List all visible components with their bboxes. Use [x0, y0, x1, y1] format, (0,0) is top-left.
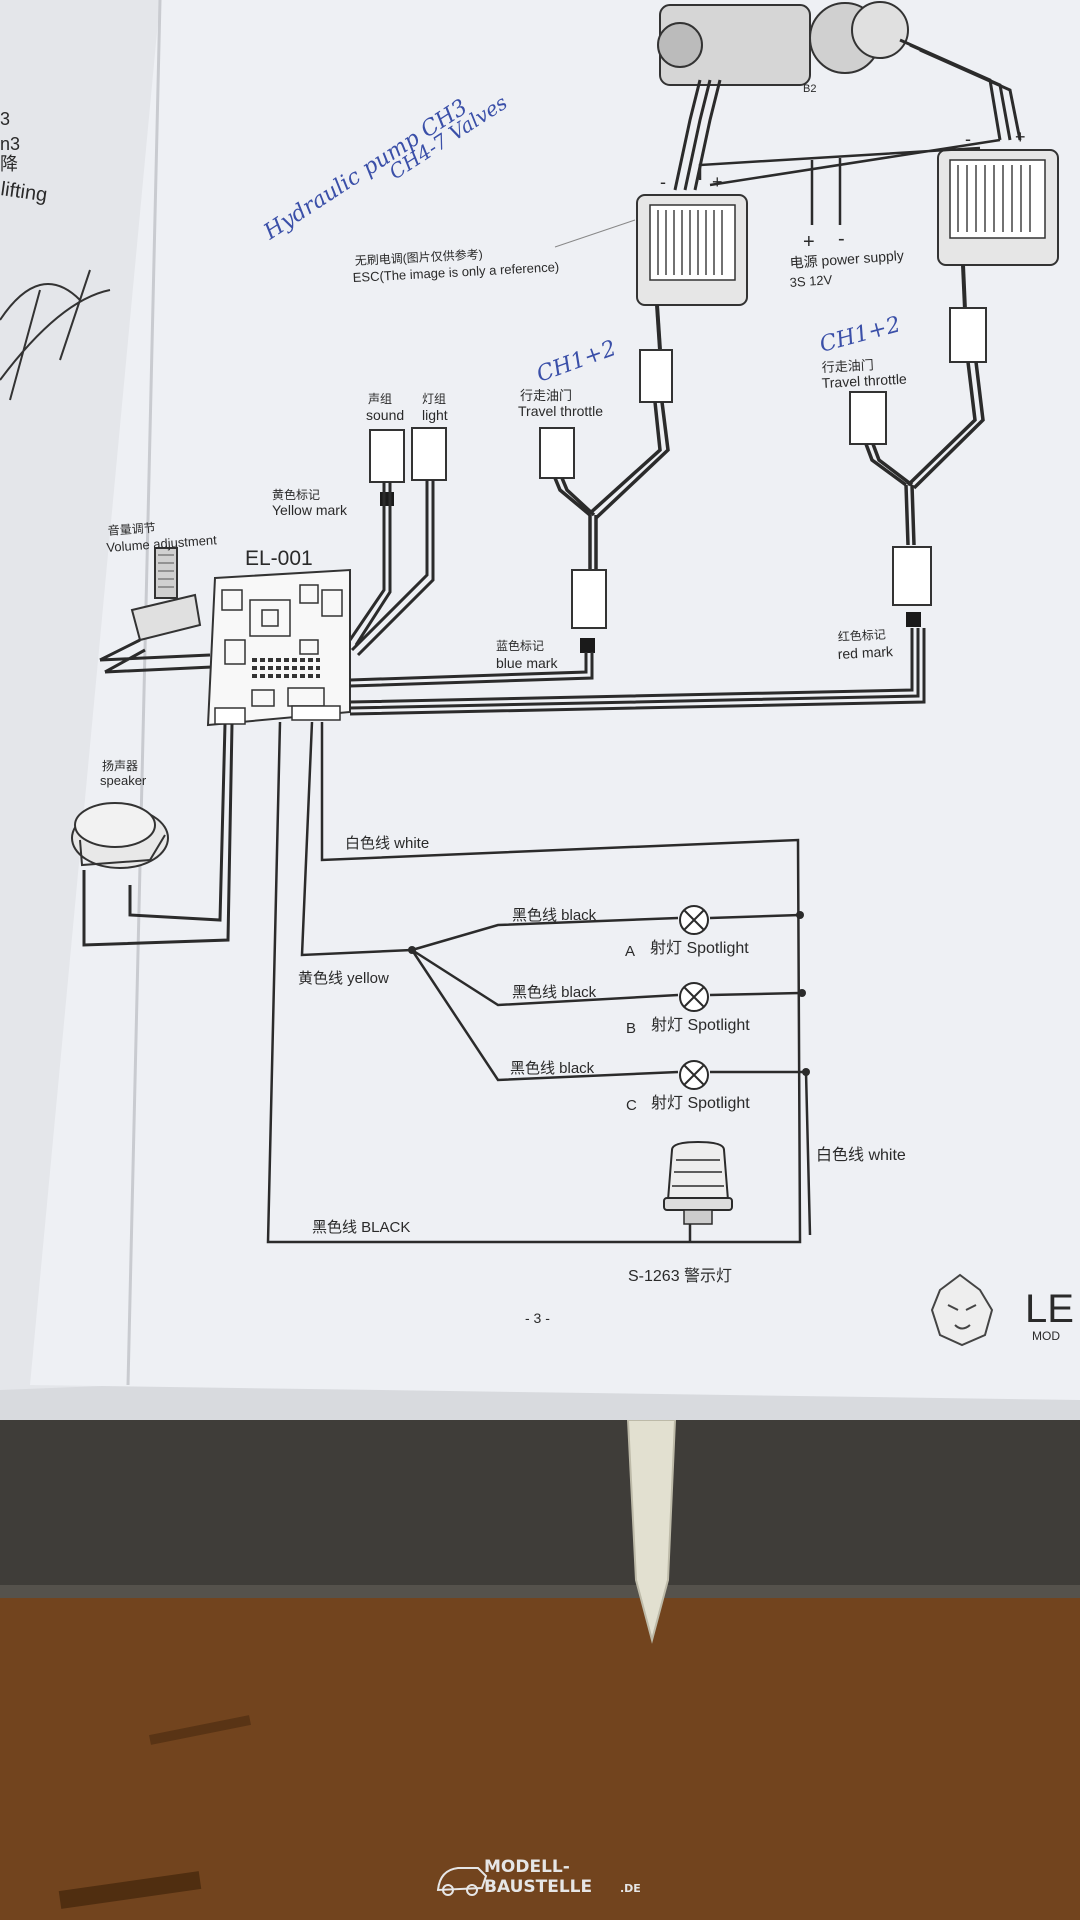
wire-black-c: 黑色线 black — [510, 1060, 595, 1077]
power-minus: - — [838, 228, 845, 250]
right-page — [30, 0, 1080, 1400]
spotlight-b-symbol — [679, 982, 709, 1012]
sound-label-en: sound — [366, 407, 404, 423]
power-spec: 3S 12V — [789, 272, 833, 290]
spotlight-a-label: 射灯 Spotlight — [650, 939, 749, 957]
spotlight-b-letter: B — [626, 1020, 636, 1037]
brand-logo-text: LE — [1025, 1287, 1074, 1331]
wire-yellow: 黄色线 yellow — [298, 970, 389, 987]
esc-left — [636, 194, 748, 306]
watermark-suffix: .DE — [620, 1882, 641, 1895]
speaker-label-en: speaker — [100, 773, 147, 788]
spotlight-c-label: 射灯 Spotlight — [651, 1094, 750, 1112]
warning-light-beacon — [663, 1140, 733, 1225]
sound-connector — [369, 429, 405, 483]
yellow-mark-cn: 黄色标记 — [272, 488, 320, 502]
board-label: EL-001 — [245, 547, 313, 570]
throttle-right-cn: 行走油门 — [821, 357, 874, 375]
left-page-text-4: 3 — [0, 109, 10, 129]
spotlight-a-symbol — [679, 905, 709, 935]
left-page-text-2: 降 — [0, 154, 18, 174]
power-supply-label: 电源 power supply — [789, 247, 904, 271]
power-plus: + — [803, 231, 815, 253]
brand-logo-subtext: MOD — [1032, 1329, 1060, 1343]
spotlight-a-letter: A — [625, 943, 635, 960]
spotlight-c-symbol — [679, 1060, 709, 1090]
esc-pin-right-minus: - — [965, 129, 971, 149]
warning-light-label: S-1263 警示灯 — [628, 1267, 732, 1285]
yellow-mark-en: Yellow mark — [272, 502, 348, 518]
throttle-left-en: Travel throttle — [518, 403, 603, 419]
watermark-car-icon — [436, 1867, 488, 1896]
page-number: - 3 - — [525, 1310, 550, 1326]
motor-label: B2 — [803, 83, 816, 95]
throttle-harness-left — [539, 304, 673, 653]
wire-black-bottom: 黑色线 BLACK — [312, 1219, 410, 1236]
esc-pin-right-plus: + — [1015, 127, 1026, 147]
wire-white-right: 白色线 white — [816, 1146, 906, 1164]
wire-black-b: 黑色线 black — [512, 984, 597, 1001]
wire-black-a: 黑色线 black — [512, 907, 597, 924]
esc-right — [937, 149, 1059, 266]
volume-label-cn: 音量调节 — [107, 520, 156, 538]
left-page-text-1: n3 — [0, 134, 20, 154]
esc-pin-left-plus: + — [712, 172, 723, 192]
left-page-diagram — [0, 269, 111, 401]
light-label-cn: 灯组 — [422, 392, 446, 406]
red-mark-en: red mark — [837, 643, 894, 662]
light-connector — [411, 427, 447, 481]
blue-mark-en: blue mark — [496, 655, 558, 671]
esc-label-cn: 无刷电调(图片仅供参考) — [354, 246, 483, 268]
blue-mark-cn: 蓝色标记 — [496, 639, 544, 653]
hydraulic-pump-motor — [657, 1, 909, 86]
volume-knob — [99, 547, 213, 674]
throttle-right-en: Travel throttle — [821, 371, 907, 391]
red-mark-cn: 红色标记 — [837, 627, 886, 644]
el-001-board — [206, 568, 351, 727]
sound-label-cn: 声组 — [368, 392, 392, 406]
lion-logo — [930, 1273, 994, 1347]
throttle-harness-right — [849, 264, 987, 627]
light-label-en: light — [422, 407, 448, 423]
wood-cabinet — [0, 1598, 1080, 1920]
spotlight-c-letter: C — [626, 1097, 637, 1114]
speaker — [71, 802, 169, 869]
wire-white-top: 白色线 white — [345, 835, 429, 852]
countertop-edge — [0, 1585, 1080, 1599]
speaker-label-cn: 扬声器 — [102, 758, 138, 773]
esc-pin-left-minus: - — [660, 172, 666, 192]
throttle-left-cn: 行走油门 — [520, 388, 572, 403]
watermark-line2: BAUSTELLE — [484, 1877, 592, 1897]
countertop — [0, 1400, 1080, 1600]
spotlight-b-label: 射灯 Spotlight — [651, 1016, 750, 1034]
watermark-line1: MODELL- — [484, 1857, 570, 1877]
